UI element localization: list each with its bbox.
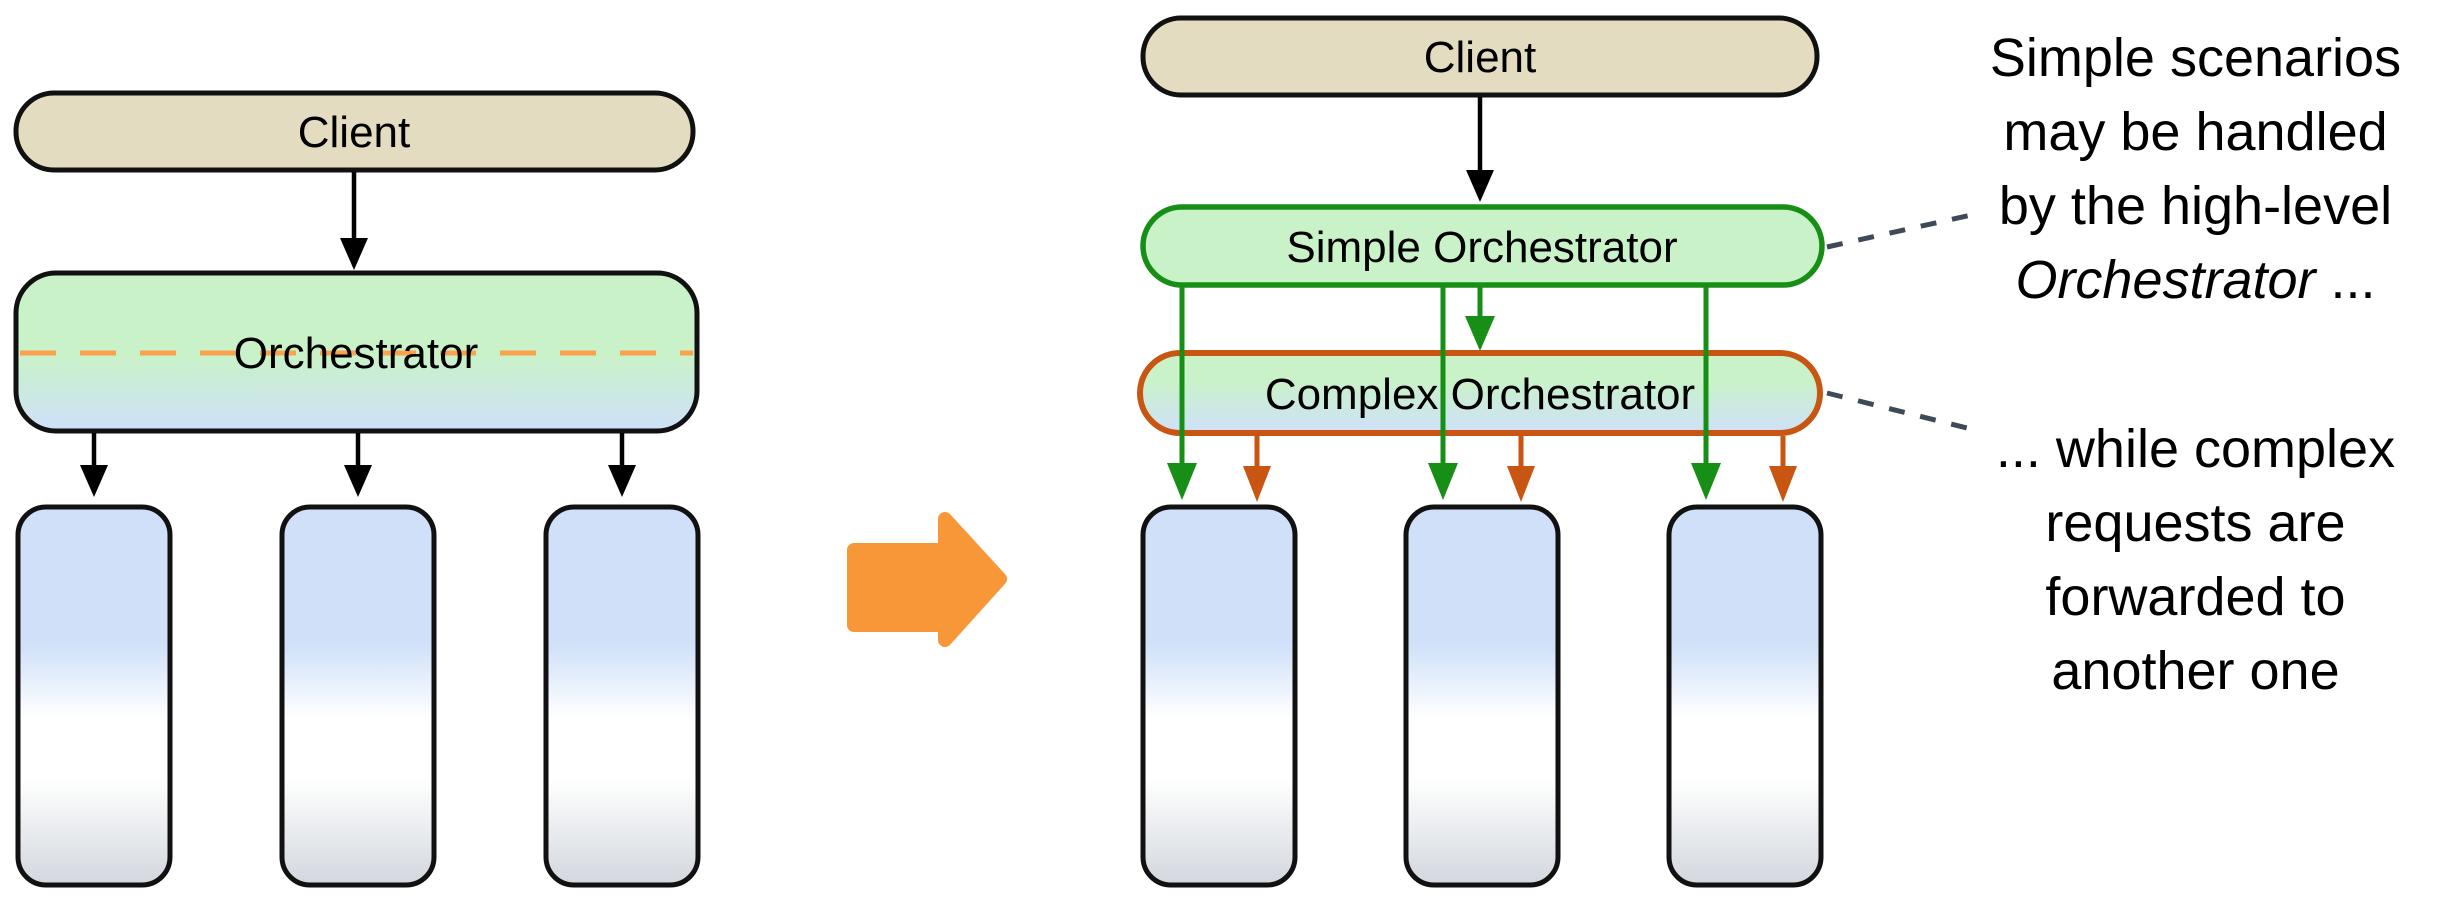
service-box [543, 504, 701, 888]
client-box [13, 90, 696, 173]
note-line: another one [2051, 641, 2340, 701]
complex-requests-note: ... while complex requests are forwarded… [1940, 412, 2451, 708]
service-box [1140, 504, 1298, 888]
note-line: ... while complex [1995, 419, 2396, 479]
note-suffix: ... [2315, 250, 2376, 310]
complex-orchestrator-to-service-arrows [1243, 436, 1797, 502]
client-to-orchestrator-arrow [340, 172, 368, 270]
simple-orchestrator-box [1140, 204, 1825, 288]
transform-arrow-icon [847, 512, 1007, 647]
orchestrator-to-service-arrows [80, 433, 636, 497]
note-line: requests are [2045, 493, 2346, 553]
left-diagram: Orchestrator Client [13, 90, 701, 888]
note-line: Orchestrator ... [1940, 243, 2451, 317]
service-box [15, 504, 173, 888]
simple-scenarios-note: Simple scenarios may be handled by the h… [1940, 21, 2451, 317]
orchestrator-label: Orchestrator [234, 329, 479, 378]
note-italic-word: Orchestrator [2015, 250, 2316, 310]
complex-orchestrator-box [1137, 350, 1823, 436]
service-box [1666, 504, 1824, 888]
note-line: forwarded to [2045, 567, 2346, 627]
client-label: Client [1424, 33, 1537, 82]
client-to-simple-orchestrator-arrow [1466, 97, 1494, 202]
simple-orchestrator-to-service-arrows [1167, 287, 1721, 500]
right-diagram: Client Complex Orchestrator [1137, 15, 1977, 888]
note-line: may be handled [2003, 102, 2388, 162]
complex-orchestrator-label: Complex Orchestrator [1265, 370, 1695, 419]
simple-orchestrator-label: Simple Orchestrator [1286, 223, 1677, 272]
note-line: Simple scenarios [1989, 28, 2402, 88]
service-box [279, 504, 437, 888]
client-box [1140, 15, 1820, 98]
note-line: by the high-level [1998, 176, 2393, 236]
orchestrator-box [13, 270, 700, 434]
simple-to-complex-arrow [1465, 287, 1495, 351]
simple-note-connector [1826, 211, 1977, 250]
client-label: Client [298, 108, 411, 157]
complex-note-connector [1826, 390, 1972, 432]
service-box [1403, 504, 1561, 888]
